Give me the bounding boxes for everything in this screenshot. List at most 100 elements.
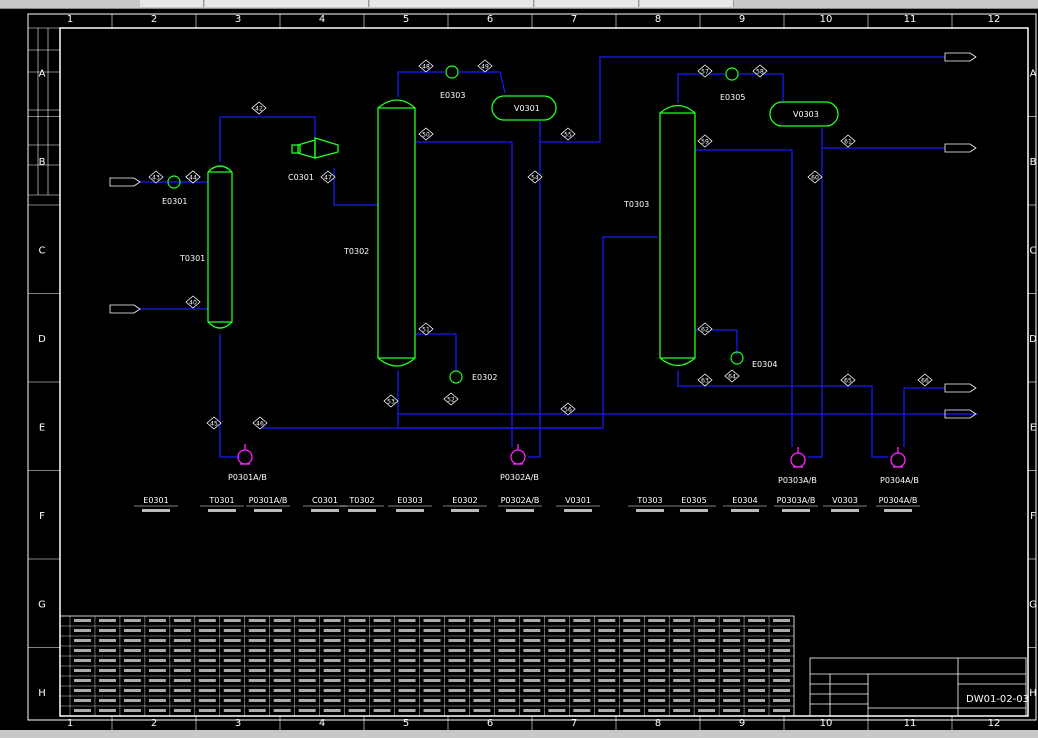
stream-table-cell	[573, 649, 591, 652]
equipment-list-caption	[831, 509, 859, 512]
stream-table-cell	[273, 689, 291, 692]
pump-p0302	[510, 444, 526, 465]
ruler-column-label: 2	[151, 14, 157, 25]
tower-t0301	[207, 165, 233, 329]
stream-number: 40	[189, 300, 197, 307]
stream-table-cell	[773, 689, 790, 692]
equipment-list-caption	[451, 509, 479, 512]
stream-table-cell	[698, 669, 716, 672]
stream-number: 59	[701, 139, 709, 146]
stream-table-cell	[98, 649, 116, 652]
stream-number: 60	[811, 175, 819, 182]
toolbar-tab[interactable]	[640, 0, 734, 7]
stream-table-cell	[298, 669, 316, 672]
stream-table-cell	[473, 629, 491, 632]
stream-number: 54	[531, 175, 539, 182]
stream-table-cell	[74, 619, 91, 622]
ruler-row-label: F	[1030, 511, 1036, 522]
toolbar-tab[interactable]	[535, 0, 639, 7]
equipment-list-tag: P0301A/B	[249, 496, 288, 505]
stream-table-cell	[473, 689, 491, 692]
stream-table-cell	[74, 659, 91, 662]
stream-table-cell	[248, 649, 266, 652]
stream-table-cell	[598, 699, 616, 702]
stream-number: 51	[422, 327, 430, 334]
stream-table-cell	[623, 649, 641, 652]
ruler-row-label: H	[1029, 688, 1037, 699]
ruler-column-label: 12	[988, 14, 1001, 25]
stream-table-cell	[673, 669, 691, 672]
stream-table-cell	[498, 689, 516, 692]
stream-table-cell	[548, 669, 566, 672]
stream-table-cell	[98, 699, 116, 702]
label-v0301: V0301	[514, 104, 540, 113]
pump-p0303	[790, 447, 806, 468]
ruler-row-label: A	[1030, 68, 1037, 79]
stream-table-cell	[123, 629, 141, 632]
stream-marker: 50	[418, 127, 434, 141]
toolbar-tab[interactable]	[205, 0, 369, 7]
stream-table-cell	[298, 629, 316, 632]
tower-t0302	[377, 99, 416, 367]
stream-table-cell	[298, 709, 316, 712]
stream-table-cell	[373, 629, 391, 632]
toolbar-tab[interactable]	[370, 0, 534, 7]
label-t0302: T0302	[343, 247, 369, 256]
stream-table-cell	[723, 669, 741, 672]
stream-table-cell	[448, 639, 466, 642]
stream-table-cell	[773, 709, 790, 712]
stream-table-cell	[748, 679, 766, 682]
stream-table-cell	[74, 649, 91, 652]
stream-table-cell	[373, 679, 391, 682]
stream-table-cell	[773, 649, 790, 652]
stream-table-cell	[98, 629, 116, 632]
toolbar-tab[interactable]	[140, 0, 204, 7]
stream-table-cell	[323, 709, 341, 712]
stream-table-cell	[223, 699, 241, 702]
stream-table-cell	[323, 699, 341, 702]
stream-marker: 66	[917, 373, 933, 387]
stream-table-cell	[348, 649, 366, 652]
equipment-list-tag: T0301	[208, 496, 234, 505]
stream-table-cell	[573, 709, 591, 712]
stream-number: 45	[210, 421, 218, 428]
stream-table-cell	[223, 659, 241, 662]
stream-table-cell	[348, 679, 366, 682]
stream-table-cell	[523, 639, 541, 642]
stream-table-cell	[673, 649, 691, 652]
equipment-list-caption	[348, 509, 376, 512]
stream-table-cell	[373, 699, 391, 702]
stream-table-cell	[148, 669, 166, 672]
inner-frame	[59, 27, 1029, 717]
stream-table-cell	[198, 669, 216, 672]
stream-table-cell	[223, 689, 241, 692]
stream-table-cell	[523, 659, 541, 662]
stream-table-cell	[748, 649, 766, 652]
stream-table-cell	[348, 689, 366, 692]
stream-number: 46	[256, 421, 264, 428]
equipment-list-caption	[884, 509, 912, 512]
stream-marker: 53	[383, 394, 399, 408]
stream-table-cell	[373, 709, 391, 712]
stream-table-cell	[298, 639, 316, 642]
ruler-row-label: E	[1030, 422, 1036, 433]
stream-table-cell	[298, 649, 316, 652]
stream-table-cell	[123, 659, 141, 662]
stream-table-cell	[673, 639, 691, 642]
stream-table-cell	[623, 629, 641, 632]
stream-table-cell	[248, 689, 266, 692]
stream-number: 57	[701, 69, 709, 76]
equipment-list-caption	[208, 509, 236, 512]
stream-table-cell	[98, 679, 116, 682]
stream-number: 56	[564, 407, 572, 414]
stream-table-cell	[673, 699, 691, 702]
exchanger-e0302	[449, 370, 463, 384]
stream-table-cell	[498, 699, 516, 702]
stream-table-cell	[323, 669, 341, 672]
stream-table-cell	[373, 619, 391, 622]
stream-table-cell	[148, 679, 166, 682]
stream-number: 55	[564, 132, 572, 139]
stream-table-cell	[273, 649, 291, 652]
stream-table-cell	[598, 689, 616, 692]
